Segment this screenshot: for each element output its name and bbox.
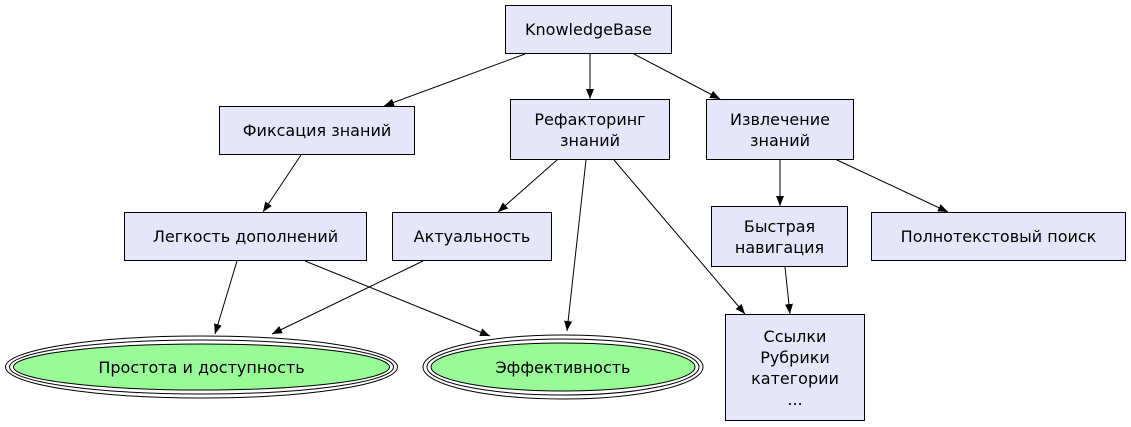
node-refactoring: Рефакторинг знаний (510, 99, 670, 160)
node-ease-of-additions: Легкость дополнений (124, 212, 367, 261)
edge-ease-simple (214, 260, 238, 335)
edge-ease-eff (304, 260, 491, 337)
edge-nav-links (784, 266, 793, 315)
goal-simplicity: Простота и доступность (3, 334, 400, 400)
edge-kb-extract (633, 53, 721, 100)
node-actuality: Актуальность (392, 212, 552, 261)
node-extraction: Извлечение знаний (706, 99, 854, 160)
edge-fix-ease (262, 154, 302, 213)
edge-refactor-links (613, 159, 746, 315)
node-links-rubrics: Ссылки Рубрики категории ... (725, 314, 865, 421)
node-fulltext-search: Полнотекстовый поиск (871, 212, 1126, 261)
goal-simplicity-label: Простота и доступность (98, 357, 305, 377)
edge-actual-simple (271, 260, 424, 335)
node-fixation: Фиксация знаний (219, 106, 415, 155)
goal-efficiency-label: Эффективность (495, 357, 631, 377)
edge-refactor-eff (564, 159, 587, 332)
edge-refactor-actual (497, 159, 558, 213)
node-knowledgebase: KnowledgeBase (505, 5, 672, 54)
goal-simplicity-shape (5, 335, 398, 399)
goal-efficiency-shape (422, 334, 704, 400)
edge-kb-fix (383, 53, 526, 107)
node-fast-navigation: Быстрая навигация (711, 206, 848, 267)
goal-efficiency: Эффективность (421, 333, 705, 401)
edge-extract-fts (836, 159, 949, 213)
